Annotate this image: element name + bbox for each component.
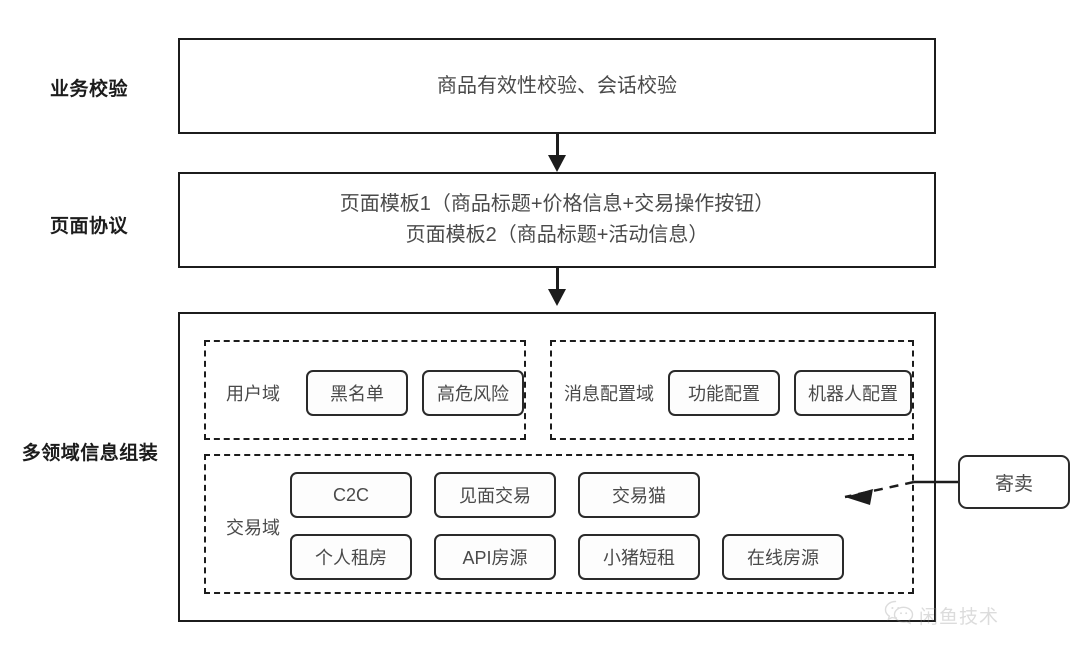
watermark: 闲鱼技术 [884, 600, 999, 631]
chip-c2c[interactable]: C2C [290, 472, 412, 518]
chip-trade-cat[interactable]: 交易猫 [578, 472, 700, 518]
page-protocol-line-1: 页面模板1（商品标题+价格信息+交易操作按钮） [339, 193, 775, 215]
row-label-business-check: 业务校验 [49, 79, 128, 100]
arrow-shaft-protocol-to-assembly [556, 268, 559, 294]
wechat-icon [884, 600, 914, 631]
arrow-shaft-business-to-protocol [556, 134, 559, 160]
chip-api-listing[interactable]: API房源 [434, 534, 556, 580]
chip-robot-config[interactable]: 机器人配置 [794, 370, 912, 416]
row-label-page-protocol: 页面协议 [49, 216, 128, 237]
chip-function-config[interactable]: 功能配置 [668, 370, 780, 416]
chip-face-to-face-trade[interactable]: 见面交易 [434, 472, 556, 518]
consignment-callout[interactable]: 寄卖 [958, 455, 1070, 509]
business-check-box-content: 商品有效性校验、会话校验 [180, 40, 934, 132]
multi-domain-assembly-box: 用户域 黑名单 高危风险 消息配置域 功能配置 机器人配置 交易域 C2C 见面… [178, 312, 936, 622]
message-config-domain-label: 消息配置域 [564, 384, 654, 404]
chip-high-risk[interactable]: 高危风险 [422, 370, 524, 416]
trade-domain-group: 交易域 C2C 见面交易 交易猫 个人租房 API房源 小猪短租 在线房源 [204, 454, 914, 594]
business-check-box: 商品有效性校验、会话校验 [178, 38, 936, 134]
user-domain-group: 用户域 黑名单 高危风险 [204, 340, 526, 440]
page-protocol-box-content: 页面模板1（商品标题+价格信息+交易操作按钮） 页面模板2（商品标题+活动信息） [180, 174, 934, 266]
page-protocol-box: 页面模板1（商品标题+价格信息+交易操作按钮） 页面模板2（商品标题+活动信息） [178, 172, 936, 268]
business-check-text: 商品有效性校验、会话校验 [437, 74, 677, 97]
arrow-head-business-to-protocol [548, 155, 566, 172]
user-domain-label: 用户域 [226, 384, 280, 404]
page-protocol-line-2: 页面模板2（商品标题+活动信息） [405, 224, 709, 246]
chip-personal-rental[interactable]: 个人租房 [290, 534, 412, 580]
chip-online-listing[interactable]: 在线房源 [722, 534, 844, 580]
row-label-multi-domain-assembly: 多领域信息组装 [21, 443, 159, 464]
watermark-text: 闲鱼技术 [919, 607, 1000, 628]
chip-blacklist[interactable]: 黑名单 [306, 370, 408, 416]
arrow-head-protocol-to-assembly [548, 289, 566, 306]
chip-xiaozhu-short-rental[interactable]: 小猪短租 [578, 534, 700, 580]
message-config-domain-group: 消息配置域 功能配置 机器人配置 [550, 340, 914, 440]
trade-domain-label: 交易域 [226, 518, 280, 538]
